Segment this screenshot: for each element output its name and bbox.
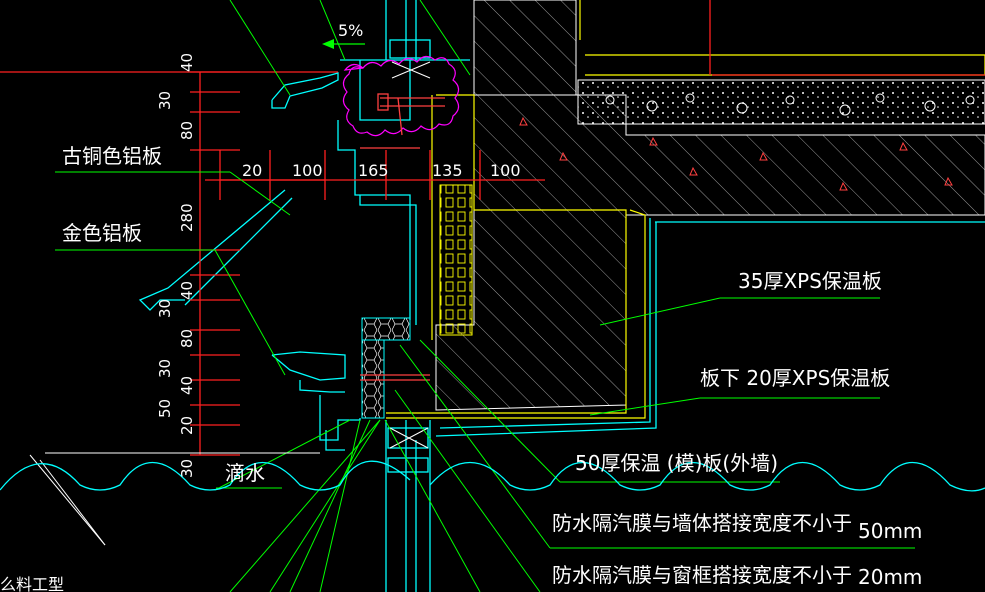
- honeycomb-insulation: [361, 317, 411, 419]
- label-membrane-wall-value: 50mm: [858, 519, 922, 543]
- label-membrane-frame-value: 20mm: [858, 565, 922, 589]
- label-bronze-panel: 古铜色铝板: [62, 144, 162, 168]
- revision-cloud: [342, 55, 460, 137]
- label-xps35: 35厚XPS保温板: [738, 269, 882, 293]
- label-drip: 滴水: [225, 461, 265, 485]
- vdim-0: 40: [178, 53, 196, 72]
- concrete-structure: [435, 0, 985, 411]
- misc-lines: [29, 452, 320, 546]
- brick-infill: [439, 184, 473, 336]
- green-leader-lines: [55, 0, 915, 592]
- label-xps20: 板下 20厚XPS保温板: [700, 366, 890, 390]
- vdim-8: 50: [156, 399, 174, 418]
- vdim-5: 80: [178, 329, 196, 348]
- anchor-bolt: [360, 93, 445, 381]
- screed-layer: [577, 79, 985, 125]
- vdim-7: 40: [178, 376, 196, 395]
- red-reference-lines: [0, 0, 985, 455]
- wave-ground-line: [0, 460, 985, 492]
- slope-arrow: [322, 39, 365, 49]
- hdim-4: 100: [490, 161, 521, 180]
- vdim-extra: 30: [156, 299, 174, 318]
- hdim-2: 165: [358, 161, 389, 180]
- vdim-4: 40: [178, 281, 196, 300]
- aluminium-cladding-profiles: [138, 0, 985, 592]
- vdim-6: 30: [156, 359, 174, 378]
- label-gold-panel: 金色铝板: [62, 221, 142, 245]
- label-corner: 么料工型: [0, 575, 64, 592]
- label-insul50: 50厚保温 (模)板(外墙): [575, 451, 778, 475]
- vertical-dimension-ticks: [190, 71, 240, 456]
- hdim-0: 20: [242, 161, 262, 180]
- vdim-10: 30: [178, 459, 196, 478]
- slope-label: 5%: [338, 21, 363, 40]
- label-membrane-frame: 防水隔汽膜与窗框搭接宽度不小于: [552, 563, 852, 587]
- vdim-1: 30: [156, 91, 174, 110]
- window-frame-marks: [389, 61, 431, 449]
- label-membrane-wall: 防水隔汽膜与墙体搭接宽度不小于: [552, 511, 852, 535]
- hdim-3: 135: [432, 161, 463, 180]
- vdim-2: 80: [178, 121, 196, 140]
- hdim-1: 100: [292, 161, 323, 180]
- vdim-3: 280: [178, 203, 196, 232]
- vdim-9: 20: [178, 416, 196, 435]
